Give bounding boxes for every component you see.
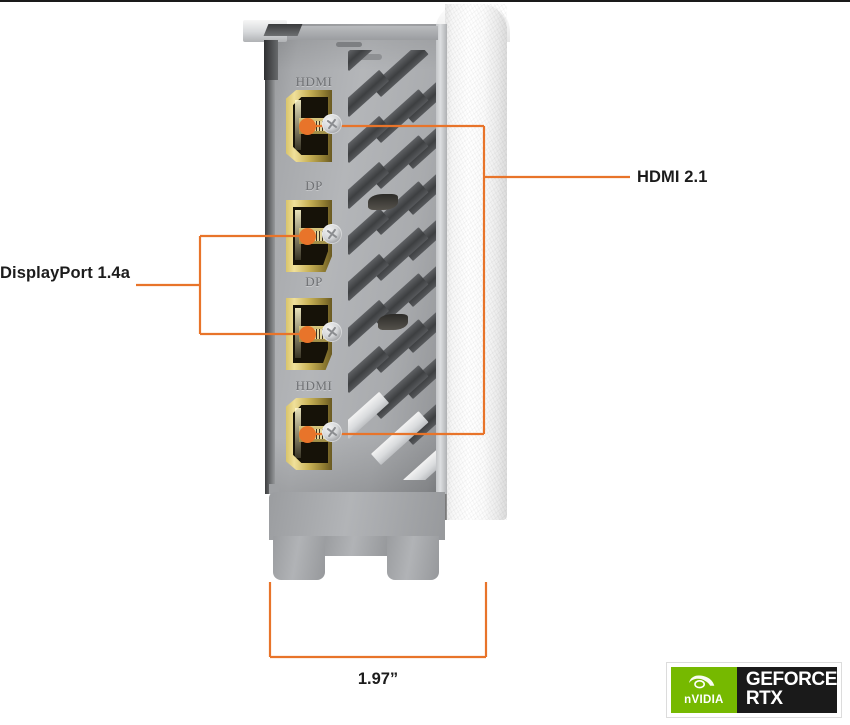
vent-slat [348, 50, 390, 72]
geforce-text: GEFORCE [745, 669, 838, 691]
foot-body [269, 492, 445, 540]
vent-slat [402, 443, 436, 480]
bracket-screw [322, 422, 342, 442]
dimension-label-width: 1.97” [357, 670, 399, 688]
bracket-top-slot-2 [348, 54, 382, 60]
fan-hub [392, 318, 426, 340]
foot-leg-right [387, 536, 439, 580]
callout-dot-port-4 [298, 425, 316, 443]
callout-dot-port-3 [298, 325, 316, 343]
port-glint [295, 100, 301, 150]
bracket-screw [322, 224, 342, 244]
fan-hub [382, 198, 416, 220]
foot-mid [325, 536, 387, 556]
port-label-port-2: DP [305, 178, 323, 193]
callout-dot-port-1 [298, 117, 316, 135]
nvidia-wordmark: nVIDIA [684, 694, 724, 707]
bracket-foot [265, 484, 447, 582]
port-label-port-1: HDMI [295, 74, 333, 89]
foot-notch-tab [269, 484, 279, 494]
callout-label-hdmi: HDMI 2.1 [637, 168, 708, 186]
bracket-screw [322, 114, 342, 134]
bracket-right-lip [436, 24, 447, 494]
bracket-vent-slots [348, 50, 436, 480]
bracket-screw [322, 322, 342, 342]
callout-label-displayport: DisplayPort 1.4a [0, 264, 130, 282]
bracket-retention-clip [264, 40, 278, 80]
port-label-port-3: DP [305, 274, 323, 289]
callout-dot-port-2 [298, 227, 316, 245]
gpu-io-bracket-photo: HDMI DP [240, 2, 510, 602]
bracket-tab-shadow [263, 24, 303, 36]
shroud-texture [445, 4, 507, 520]
gpu-shroud [445, 4, 507, 520]
rtx-text: RTX [745, 688, 783, 709]
fan-blade [368, 194, 398, 210]
nvidia-logo-block: nVIDIA [671, 667, 737, 713]
bracket-top-rail [278, 26, 438, 40]
nvidia-geforce-rtx-badge: nVIDIA GEFORCE RTX [666, 662, 842, 718]
foot-leg-left [273, 536, 325, 580]
port-label-port-4: HDMI [295, 378, 333, 393]
bracket-left-rail [265, 24, 275, 494]
port-glint [295, 408, 301, 458]
bracket-top-slot-1 [336, 42, 362, 47]
fan-blade [378, 314, 408, 330]
geforce-rtx-block: GEFORCE RTX [736, 667, 838, 713]
nvidia-eye-icon [688, 675, 715, 689]
